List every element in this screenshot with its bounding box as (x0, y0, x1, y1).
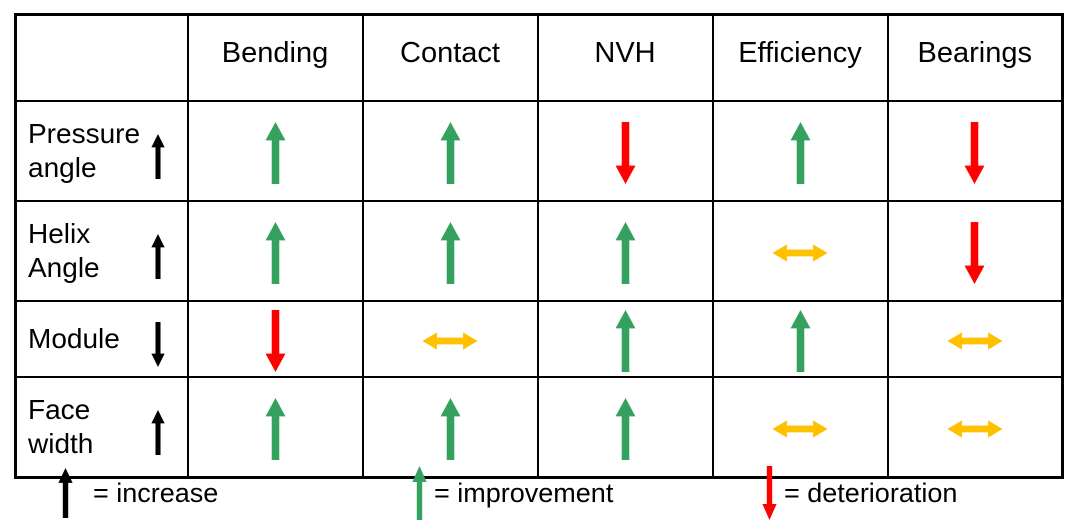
parameter-label: Module (28, 322, 120, 356)
red-down-arrow-icon (964, 222, 985, 284)
legend-item: = deterioration (762, 462, 957, 524)
yellow-double-arrow-icon (772, 419, 828, 439)
green-up-arrow-icon (790, 310, 811, 372)
column-header: Efficiency (711, 13, 889, 102)
red-down-arrow-icon (964, 122, 985, 184)
effect-cell (186, 100, 364, 202)
column-header: Bearings (886, 13, 1064, 102)
effect-cell (711, 100, 889, 202)
green-up-arrow-icon (440, 122, 461, 184)
effect-cell (361, 100, 539, 202)
parameter-label-line: angle (28, 152, 97, 183)
green-up-arrow-icon (440, 398, 461, 460)
effect-cell (361, 200, 539, 302)
effect-cell (711, 300, 889, 378)
parameter-label-line: Helix (28, 218, 91, 249)
green-up-arrow-icon (615, 222, 636, 284)
effect-cell (536, 300, 714, 378)
effect-cell (186, 200, 364, 302)
red-down-arrow-icon (265, 310, 286, 372)
black-down-arrow-icon (150, 321, 165, 367)
black-up-arrow-icon (150, 409, 165, 455)
parameter-label-line: Module (28, 323, 120, 354)
yellow-double-arrow-icon (422, 331, 478, 351)
red-down-arrow-icon (762, 466, 777, 520)
effect-cell (886, 376, 1064, 479)
effect-cell (536, 200, 714, 302)
parameter-label-line: Angle (28, 252, 100, 283)
legend: = increase = improvement = deterioration (0, 462, 1080, 528)
effect-cell (886, 200, 1064, 302)
effect-cell (536, 376, 714, 479)
effect-cell (186, 376, 364, 479)
effect-cell (711, 200, 889, 302)
black-up-arrow-icon (150, 233, 165, 279)
column-header: NVH (536, 13, 714, 102)
yellow-double-arrow-icon (947, 331, 1003, 351)
column-header: Bending (186, 13, 364, 102)
effect-cell (536, 100, 714, 202)
parameter-label-line: Face (28, 394, 91, 425)
legend-item: = improvement (412, 462, 613, 524)
table-row: Module (14, 300, 1064, 378)
effect-cell (361, 376, 539, 479)
corner-cell (14, 13, 189, 102)
green-up-arrow-icon (265, 222, 286, 284)
effect-cell (711, 376, 889, 479)
effect-cell (886, 300, 1064, 378)
green-up-arrow-icon (265, 398, 286, 460)
yellow-double-arrow-icon (772, 243, 828, 263)
column-header: Contact (361, 13, 539, 102)
legend-label: = increase (93, 477, 219, 508)
effect-cell (361, 300, 539, 378)
red-down-arrow-icon (615, 122, 636, 184)
green-up-arrow-icon (412, 466, 427, 520)
effect-cell (886, 100, 1064, 202)
effect-cell (186, 300, 364, 378)
yellow-double-arrow-icon (947, 419, 1003, 439)
black-up-arrow-icon (150, 133, 165, 179)
parameter-label-line: Pressure (28, 118, 141, 149)
green-up-arrow-icon (790, 122, 811, 184)
green-up-arrow-icon (440, 222, 461, 284)
green-up-arrow-icon (615, 310, 636, 372)
legend-item: = increase (58, 462, 218, 524)
black-up-arrow-icon (58, 468, 73, 518)
green-up-arrow-icon (265, 122, 286, 184)
parameter-label-line: width (28, 428, 94, 459)
row-label-cell: Module (14, 300, 189, 378)
legend-label: = deterioration (784, 477, 958, 508)
green-up-arrow-icon (615, 398, 636, 460)
legend-label: = improvement (434, 477, 614, 508)
